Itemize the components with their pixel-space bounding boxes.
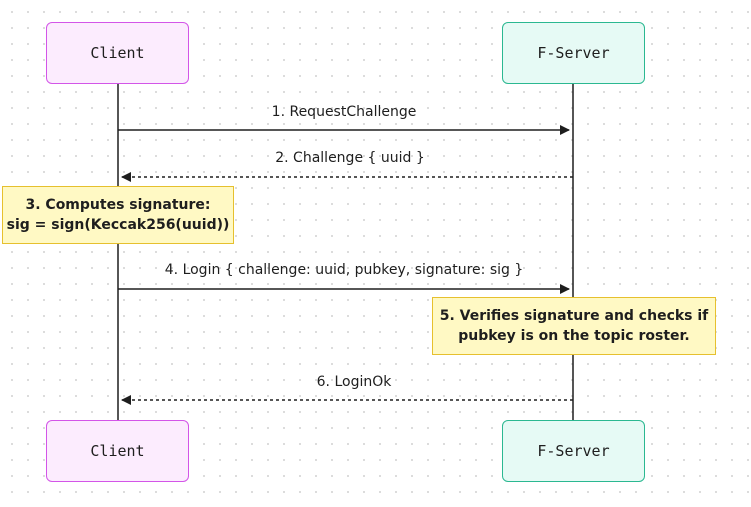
message-label-4: 4. Login { challenge: uuid, pubkey, sign… bbox=[164, 262, 524, 278]
message-label-1: 1. RequestChallenge bbox=[271, 104, 417, 120]
server-label: F-Server bbox=[537, 44, 610, 62]
note-line: sig = sign(Keccak256(uuid)) bbox=[6, 217, 230, 233]
note-line: 3. Computes signature: bbox=[25, 197, 211, 213]
note-computes-signature: 3. Computes signature: sig = sign(Keccak… bbox=[2, 186, 234, 244]
message-label-2: 2. Challenge { uuid } bbox=[275, 150, 425, 166]
client-participant-bottom: Client bbox=[46, 420, 189, 482]
server-participant-bottom: F-Server bbox=[502, 420, 645, 482]
server-label: F-Server bbox=[537, 442, 610, 460]
message-label-6: 6. LoginOk bbox=[316, 374, 392, 390]
note-line: 5. Verifies signature and checks if bbox=[439, 308, 709, 324]
server-participant-top: F-Server bbox=[502, 22, 645, 84]
note-verifies-signature: 5. Verifies signature and checks if pubk… bbox=[432, 297, 716, 355]
client-label: Client bbox=[90, 44, 145, 62]
note-line: pubkey is on the topic roster. bbox=[458, 328, 690, 344]
client-label: Client bbox=[90, 442, 145, 460]
client-participant-top: Client bbox=[46, 22, 189, 84]
